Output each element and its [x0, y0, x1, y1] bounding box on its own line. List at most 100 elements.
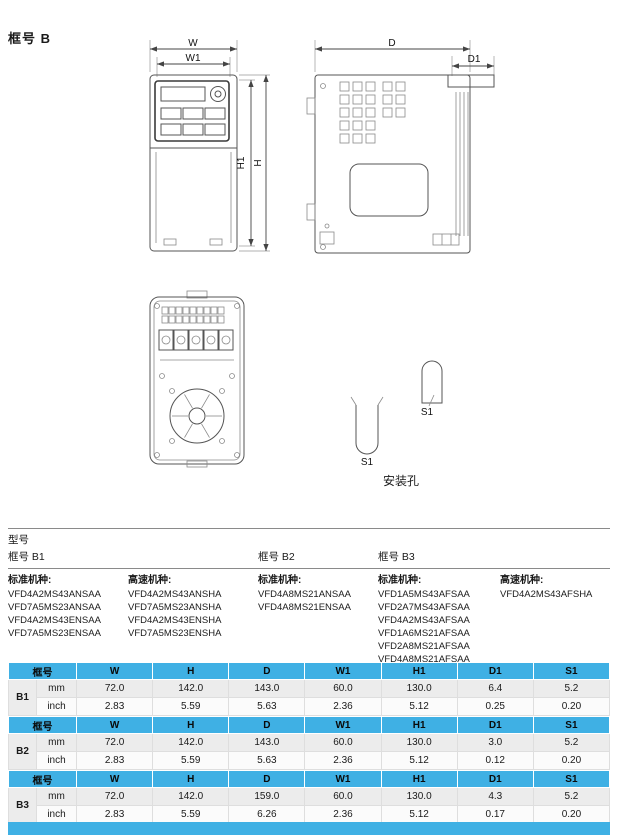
dimension-value: 5.59 [152, 805, 230, 824]
drive-side-body [314, 74, 471, 254]
bottom-body [149, 296, 245, 465]
model-group-b1-highspeed: 高速机种: VFD4A2MS43ANSHA VFD7A5MS23ANSHA VF… [128, 574, 258, 666]
model-number: VFD1A5MS43AFSAA [378, 589, 470, 600]
column-header: D [228, 662, 306, 680]
dimension-value: 2.83 [75, 697, 154, 716]
dimension-value: 60.0 [304, 787, 382, 806]
model-number: VFD7A5MS23ANSAA [8, 602, 101, 613]
column-header: H1 [380, 716, 458, 734]
column-header: H1 [380, 662, 458, 680]
dimension-value: 6.4 [456, 679, 534, 698]
table-header-row: 框号 W H D W1 H1 D1 S1 [8, 662, 611, 680]
table-row: B2 mm 72.0 142.0 143.0 60.0 130.0 3.0 5.… [8, 733, 611, 770]
column-header: W1 [304, 716, 382, 734]
model-number: VFD2A8MS21AFSAA [378, 641, 470, 652]
column-header: S1 [532, 716, 611, 734]
model-section-title: 型号 [8, 528, 610, 547]
column-header: W [75, 770, 154, 788]
power-terminals [158, 329, 234, 351]
cooling-fan [169, 388, 225, 444]
dimension-value: 130.0 [380, 733, 458, 752]
dimension-value: 60.0 [304, 733, 382, 752]
model-number: VFD1A6MS21AFSAA [378, 628, 470, 639]
column-header: S1 [532, 662, 611, 680]
dimension-value: 72.0 [75, 787, 154, 806]
dim-label-h1: H1 [236, 156, 247, 169]
column-header: D [228, 716, 306, 734]
dimension-value: 72.0 [75, 679, 154, 698]
dimension-value: 142.0 [152, 787, 230, 806]
model-number: VFD2A7MS43AFSAA [378, 602, 470, 613]
column-header: 框号 [8, 770, 77, 788]
column-header: H [152, 770, 230, 788]
dimension-value: 5.12 [380, 805, 458, 824]
column-header: W1 [304, 770, 382, 788]
frame-name-b3: 框号 B3 [378, 551, 415, 563]
dimension-tables: 框号 W H D W1 H1 D1 S1 B1 mm 72.0 142.0 14… [8, 662, 611, 824]
frame-name-b2: 框号 B2 [258, 551, 295, 563]
bottom-view-drawing [149, 290, 245, 468]
keypad-display [160, 86, 206, 102]
column-header: D1 [456, 770, 534, 788]
table-row: inch 2.83 5.59 6.26 2.36 5.12 0.17 0.20 [9, 805, 611, 824]
model-group-b1-standard: 标准机种: VFD4A2MS43ANSAA VFD7A5MS23ANSAA VF… [8, 574, 128, 666]
dimension-value: 5.63 [228, 697, 306, 716]
dimension-table-b1: 框号 W H D W1 H1 D1 S1 B1 mm 72.0 142.0 14… [8, 662, 611, 716]
column-header: 框号 [8, 662, 77, 680]
side-view-drawing: D D1 [306, 38, 495, 254]
dimension-table-b2: 框号 W H D W1 H1 D1 S1 B2 mm 72.0 142.0 14… [8, 716, 611, 770]
dimension-value: 143.0 [228, 679, 306, 698]
table-row: inch 2.83 5.59 5.63 2.36 5.12 0.25 0.20 [9, 697, 611, 716]
dimension-value: 159.0 [228, 787, 306, 806]
dim-label-d: D [388, 38, 395, 49]
model-number: VFD4A2MS43ENSAA [8, 615, 101, 626]
dimension-value: 142.0 [152, 679, 230, 698]
model-group-header: 标准机种: [378, 575, 422, 586]
column-header: D1 [456, 662, 534, 680]
dimension-value: 3.0 [456, 733, 534, 752]
model-columns: 标准机种: VFD4A2MS43ANSAA VFD7A5MS23ANSAA VF… [8, 569, 610, 666]
mounting-bracket [447, 74, 495, 88]
dimension-value: 0.12 [456, 751, 534, 770]
dimension-value: 2.83 [75, 805, 154, 824]
model-number: VFD4A2MS43ANSHA [128, 589, 222, 600]
dim-label-h: H [253, 159, 264, 166]
model-number: VFD7A5MS23ENSHA [128, 628, 222, 639]
dimension-value: 0.20 [532, 805, 611, 824]
unit-label: mm [36, 733, 77, 752]
column-header: D [228, 770, 306, 788]
dimension-value: 5.63 [228, 751, 306, 770]
column-header: H1 [380, 770, 458, 788]
dimension-value: 0.25 [456, 697, 534, 716]
dimension-value: 143.0 [228, 733, 306, 752]
dimension-value: 5.12 [380, 751, 458, 770]
dimension-value: 2.83 [75, 751, 154, 770]
dim-label-w: W [188, 38, 198, 49]
dimension-value: 5.2 [532, 679, 611, 698]
dimension-value: 130.0 [380, 787, 458, 806]
dimension-table-b3: 框号 W H D W1 H1 D1 S1 B3 mm 72.0 142.0 15… [8, 770, 611, 824]
dimension-value: 2.36 [304, 805, 382, 824]
model-group-header: 标准机种: [258, 575, 302, 586]
model-number: VFD4A2MS43AFSHA [500, 589, 593, 600]
model-number: VFD4A2MS43AFSAA [378, 615, 470, 626]
dimension-value: 2.36 [304, 697, 382, 716]
mounting-slot-bottom [355, 405, 379, 455]
model-group-b2-standard: 标准机种: VFD4A8MS21ANSAA VFD4A8MS21ENSAA [258, 574, 378, 666]
dimension-value: 0.20 [532, 697, 611, 716]
jog-dial-icon [210, 86, 226, 102]
model-group-header: 高速机种: [128, 575, 172, 586]
frame-name-b1: 框号 B1 [8, 551, 45, 563]
control-terminals [161, 306, 225, 324]
frame-label: B1 [8, 679, 37, 716]
dimension-value: 5.2 [532, 733, 611, 752]
table-header-row: 框号 W H D W1 H1 D1 S1 [8, 716, 611, 734]
unit-label: inch [36, 805, 77, 824]
unit-label: inch [36, 751, 77, 770]
dim-label-s1-top: S1 [421, 407, 434, 418]
dimension-value: 5.12 [380, 697, 458, 716]
dimension-value: 60.0 [304, 679, 382, 698]
column-header: W [75, 662, 154, 680]
dimension-value: 2.36 [304, 751, 382, 770]
